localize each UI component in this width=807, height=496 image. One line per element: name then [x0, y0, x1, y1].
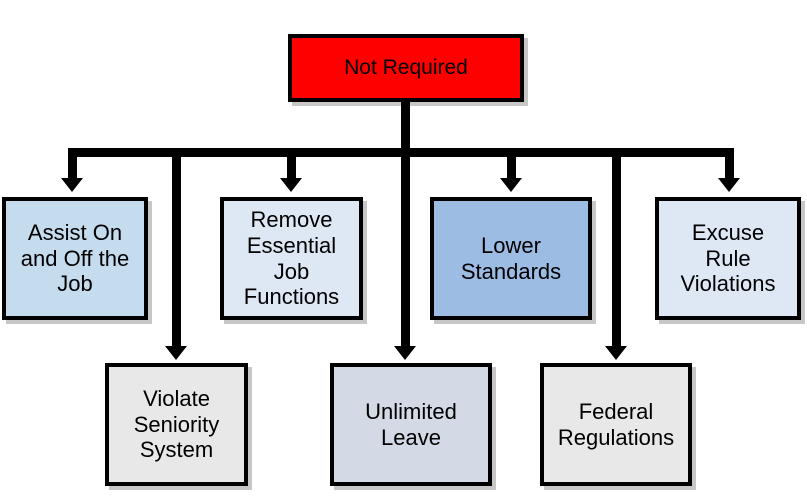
connector-drop-violate-seniority — [172, 148, 181, 348]
node-excuse-rule-violations[interactable]: Excuse Rule Violations — [655, 197, 801, 320]
arrowhead-federal-regulations — [605, 346, 627, 360]
node-label-excuse-rule-violations: Excuse Rule Violations — [680, 219, 776, 297]
arrowhead-excuse-rule — [718, 178, 740, 192]
node-unlimited-leave[interactable]: Unlimited Leave — [330, 363, 492, 486]
arrowhead-unlimited-leave — [394, 346, 416, 360]
connector-drop-assist — [68, 148, 77, 180]
connector-drop-federal-regulations — [612, 148, 621, 348]
node-label-not-required: Not Required — [344, 55, 468, 79]
node-label-remove-essential-job-functions: Remove Essential Job Functions — [243, 206, 340, 310]
connector-drop-lower-standards — [507, 148, 516, 180]
arrowhead-lower-standards — [500, 178, 522, 192]
arrowhead-assist — [61, 178, 83, 192]
connector-drop-excuse-rule — [725, 148, 734, 180]
node-violate-seniority-system[interactable]: Violate Seniority System — [105, 363, 248, 486]
node-lower-standards[interactable]: Lower Standards — [430, 197, 592, 320]
arrowhead-violate-seniority — [165, 346, 187, 360]
connector-drop-unlimited-leave — [401, 148, 410, 348]
node-label-assist-on-and-off-the-job: Assist On and Off the Job — [20, 219, 130, 297]
node-label-federal-regulations: Federal Regulations — [557, 398, 675, 450]
node-not-required[interactable]: Not Required — [288, 34, 524, 102]
node-label-violate-seniority-system: Violate Seniority System — [133, 385, 220, 463]
node-label-lower-standards: Lower Standards — [460, 232, 562, 284]
node-federal-regulations[interactable]: Federal Regulations — [540, 363, 692, 486]
node-remove-essential-job-functions[interactable]: Remove Essential Job Functions — [220, 197, 363, 320]
node-assist-on-and-off-the-job[interactable]: Assist On and Off the Job — [2, 197, 148, 320]
connector-drop-remove-essential — [287, 148, 296, 180]
node-label-unlimited-leave: Unlimited Leave — [365, 398, 457, 450]
connector-root-stem — [401, 101, 410, 148]
arrowhead-remove-essential — [280, 178, 302, 192]
